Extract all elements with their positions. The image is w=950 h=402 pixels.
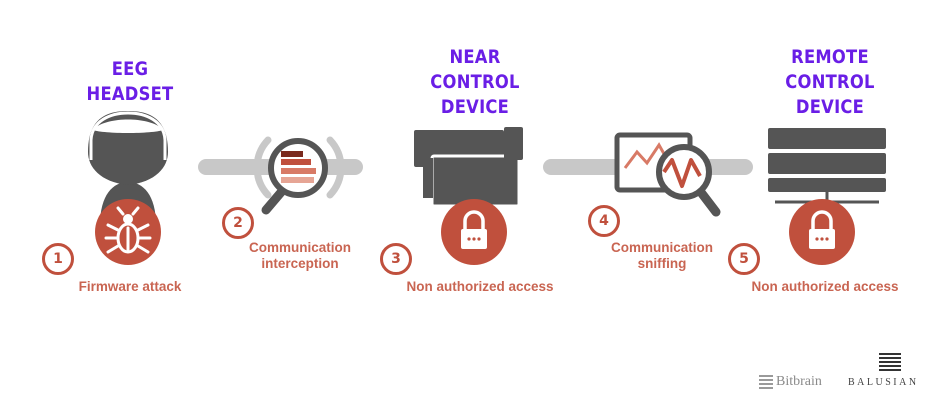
step-4-label: Communication sniffing bbox=[602, 240, 722, 272]
server-icon bbox=[768, 128, 886, 204]
bitbrain-logo-icon bbox=[759, 375, 773, 389]
magnifier-icon-2 bbox=[261, 138, 328, 215]
step-1-label: Firmware attack bbox=[78, 279, 182, 294]
step-5-label: Non authorized access bbox=[751, 279, 899, 294]
step-2-label-line2: interception bbox=[261, 256, 339, 271]
step-2-label: Communication interception bbox=[240, 240, 360, 272]
title-near-control-device: NEAR CONTROL DEVICE bbox=[402, 45, 548, 120]
title-remote-line2: DEVICE bbox=[795, 96, 865, 118]
step-4-label-line1: Communication bbox=[610, 240, 713, 255]
step-4-number: 4 bbox=[588, 205, 620, 237]
lock-icon-3 bbox=[461, 210, 487, 249]
title-near-line2: DEVICE bbox=[440, 96, 510, 118]
magnifier-icon-4 bbox=[656, 144, 721, 217]
step-4-label-line2: sniffing bbox=[637, 256, 687, 271]
step-5-number: 5 bbox=[728, 243, 760, 275]
step-3-number: 3 bbox=[380, 243, 412, 275]
title-remote-line1: REMOTE CONTROL bbox=[785, 46, 875, 93]
balusian-logo-icon bbox=[879, 353, 901, 371]
title-remote-control-device: REMOTE CONTROL DEVICE bbox=[744, 45, 916, 120]
step-2-number: 2 bbox=[222, 207, 254, 239]
bug-icon bbox=[104, 206, 152, 254]
title-eeg-headset: EEG HEADSET bbox=[66, 57, 195, 107]
title-eeg-line1: EEG HEADSET bbox=[86, 58, 174, 105]
step-1-number: 1 bbox=[42, 243, 74, 275]
bitbrain-logo-text: Bitbrain bbox=[776, 374, 822, 389]
step-2-label-line1: Communication bbox=[248, 240, 351, 255]
lock-icon-5 bbox=[809, 210, 835, 249]
near-control-device-icon bbox=[414, 127, 523, 208]
step-3-label: Non authorized access bbox=[406, 279, 554, 294]
balusian-logo-text: BALUSIAN bbox=[848, 377, 919, 388]
title-near-line1: NEAR CONTROL bbox=[430, 46, 520, 93]
